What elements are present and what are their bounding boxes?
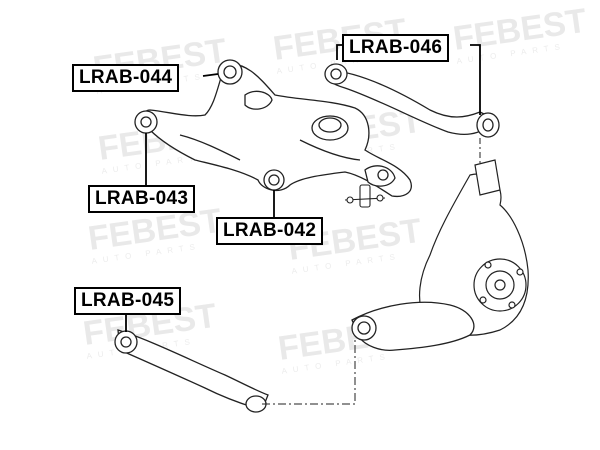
lower-control-arm [351,301,475,351]
leader-046-right [470,44,481,115]
lower-arm-045 [114,329,269,413]
callout-lrab-045: LRAB-045 [74,287,182,315]
leader-lines [125,44,481,332]
callout-lrab-042: LRAB-042 [216,217,324,245]
alignment-line [262,338,356,405]
leader-044 [202,73,219,77]
upper-arm-046 [324,63,500,138]
callout-lrab-046: LRAB-046 [342,34,450,62]
callout-lrab-043: LRAB-043 [88,185,196,213]
stabilizer-link [344,184,386,208]
knuckle-hub [419,159,529,336]
subframe [134,59,412,198]
callout-lrab-044: LRAB-044 [72,64,180,92]
